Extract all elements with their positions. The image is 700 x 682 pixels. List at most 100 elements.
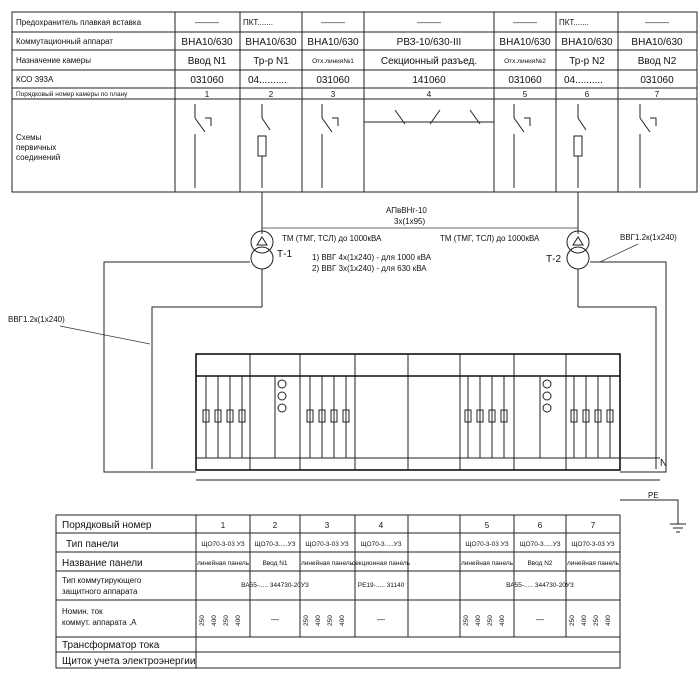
cell-number-3: 3 [331, 90, 336, 99]
switch-cell-5: ВНА10/630 [499, 37, 551, 48]
cell-number-2: 2 [269, 90, 274, 99]
current-value: 250 [303, 615, 310, 626]
row-label-fuse: Предохранитель плавкая вставка [16, 18, 142, 27]
pe-bus-label: PE [648, 491, 659, 500]
panel-type-6: ЩО70-3.....УЗ [519, 541, 560, 548]
row-label-order: Порядковый номер [62, 520, 152, 531]
panel-number-7: 7 [591, 521, 596, 530]
hv-switch-symbol-5 [513, 104, 531, 188]
feeder-group-1 [202, 376, 246, 458]
current-value: 400 [211, 615, 218, 626]
panel-number-2: 2 [273, 521, 278, 530]
switch-cell-2: ВНА10/630 [245, 37, 297, 48]
hv-switch-symbol-7 [639, 104, 657, 188]
code-cell-4: 141060 [412, 75, 446, 86]
panel-type-4: ЩО70-3.....УЗ [360, 541, 401, 548]
transformer-2-lv-winding [566, 246, 590, 270]
input-breaker-2 [539, 376, 552, 458]
cable-left-label: ВВГ1.2к(1х240) [8, 315, 65, 324]
device-6: ВА55-..... 344730-20УЗ [506, 582, 574, 589]
current-group-3: 250 400 250 400 [303, 615, 346, 626]
ground-icon [670, 523, 686, 533]
feeder-group-5 [464, 376, 508, 458]
code-cell-1: 031060 [190, 75, 224, 86]
transformer-1-lv-winding [250, 246, 274, 270]
panel-type-3: ЩО70-3-03 УЗ [305, 541, 348, 548]
cell-number-6: 6 [585, 90, 590, 99]
switch-cell-7: ВНА10/630 [631, 37, 683, 48]
bottom-devices: ВА55-..... 344730-20УЗ РЕ19-..... 31140 … [241, 582, 574, 589]
panel-type-7: ЩО70-3-03 УЗ [571, 541, 614, 548]
panel-name-4: секционная панель [352, 560, 411, 567]
purpose-cell-5: Отх.линия№2 [504, 58, 546, 65]
bottom-panel-names: линейная панель Ввод N1 линейная панель … [197, 559, 620, 567]
current-value: 400 [499, 615, 506, 626]
switch-cell-3: ВНА10/630 [307, 37, 359, 48]
cable-top-label: АПвВНг-10 [386, 206, 427, 215]
cable-right-top-label: ВВГ1.2к(1х240) [620, 233, 677, 242]
fuse-switch-symbol-6 [573, 104, 587, 188]
current-value: 400 [475, 615, 482, 626]
fuse-cell-1: ——— [195, 18, 219, 27]
current-value: 250 [223, 615, 230, 626]
code-cell-6: 04.......... [564, 75, 603, 86]
panel-number-4: 4 [379, 521, 384, 530]
fuse-switch-symbol-2 [257, 104, 271, 188]
row-label-panel-type: Тип панели [66, 539, 119, 550]
current-value: 250 [199, 615, 206, 626]
panel-number-5: 5 [485, 521, 490, 530]
current-value: 400 [235, 615, 242, 626]
panel-number-3: 3 [325, 521, 330, 530]
current-value: 250 [327, 615, 334, 626]
purpose-cell-2: Тр-р N1 [253, 56, 289, 67]
transformer-section: АПвВНг-10 3х(1х95) ТМ (ТМГ, ТСЛ) до 1000… [8, 192, 677, 473]
purpose-cell-1: Ввод N1 [188, 56, 227, 67]
panel-name-3: линейная панель [301, 559, 354, 567]
cell-number-5: 5 [523, 90, 528, 99]
transformer-1-name: Т-1 [277, 249, 292, 260]
fuse-cell-7: ——— [645, 18, 669, 27]
input-breaker-1 [274, 376, 287, 458]
device-2: ВА55-..... 344730-20УЗ [241, 582, 309, 589]
cable-note-1: 1) ВВГ 4х(1х240) - для 1000 кВА [312, 253, 432, 262]
purpose-cell-4: Секционный разъед. [381, 56, 477, 67]
top-table: Предохранитель плавкая вставка Коммутаци… [11, 11, 698, 193]
panel-name-7: линейная панель [567, 559, 620, 567]
panel-name-5: линейная панель [461, 559, 514, 567]
current-dash-6: — [536, 615, 544, 624]
fuse-cell-6: ПКТ....... [559, 18, 589, 27]
fuse-cell-4: ——— [417, 18, 441, 27]
code-cell-7: 031060 [640, 75, 674, 86]
current-value: 250 [463, 615, 470, 626]
row-label-ct: Трансформатор тока [62, 639, 160, 651]
panel-type-1: ЩО70-3-03 УЗ [201, 541, 244, 548]
device-4: РЕ19-..... 31140 [358, 582, 405, 589]
current-group-7: 250 400 250 400 [569, 615, 612, 626]
row-label-number: Порядковый номер камеры по плану [16, 90, 128, 98]
purpose-cell-3: Отх.линия№1 [312, 58, 354, 65]
transformer-2-type: ТМ (ТМГ, ТСЛ) до 1000кВА [440, 234, 540, 243]
transformer-1-hv-winding [250, 230, 274, 254]
current-group-5: 250 400 250 400 [463, 615, 506, 626]
transformer-1-type: ТМ (ТМГ, ТСЛ) до 1000кВА [282, 234, 382, 243]
switch-cell-6: ВНА10/630 [561, 37, 613, 48]
fuse-cell-2: ПКТ....... [243, 18, 273, 27]
current-value: 250 [569, 615, 576, 626]
current-value: 400 [315, 615, 322, 626]
panel-name-1: линейная панель [197, 559, 250, 567]
switch-cell-1: ВНА10/630 [181, 37, 233, 48]
code-cell-3: 031060 [316, 75, 350, 86]
lv-switchboard: N PE [195, 353, 686, 533]
current-group-1: 250 400 250 400 [199, 615, 242, 626]
cable-note-2: 2) ВВГ 3х(1х240) - для 630 кВА [312, 264, 427, 273]
feeder-group-7 [570, 376, 614, 458]
switch-cell-4: РВЗ-10/630-III [397, 37, 462, 48]
panel-name-6: Ввод N2 [527, 560, 552, 567]
transformer-2-hv-winding [566, 230, 590, 254]
current-dash-2: — [271, 615, 279, 624]
transformer-2-name: Т-2 [546, 254, 561, 265]
